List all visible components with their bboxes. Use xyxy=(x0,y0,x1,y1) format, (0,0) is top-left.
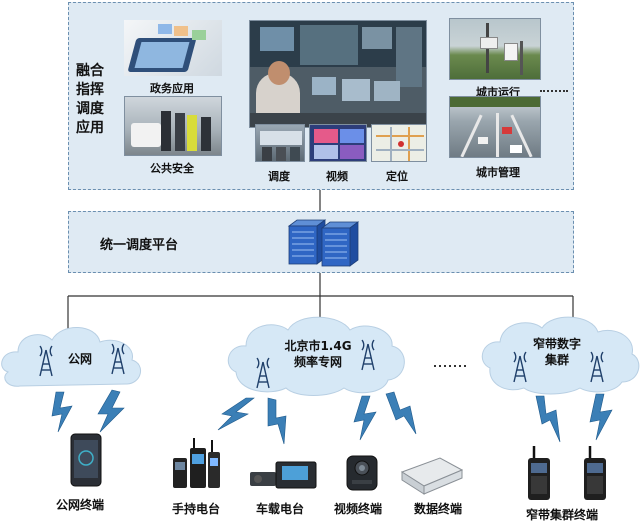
city-operation-label: 城市运行 xyxy=(476,86,520,99)
public-phone-terminal xyxy=(70,433,102,487)
video-terminal xyxy=(346,455,378,491)
beijing-network-cloud xyxy=(227,316,405,396)
public-safety-image xyxy=(124,96,222,156)
data-terminal xyxy=(400,457,464,495)
narrowband-cluster-terminal xyxy=(528,446,606,500)
public-terminal-label: 公网终端 xyxy=(56,498,105,512)
video-label: 视频 xyxy=(326,170,348,183)
narrowband-network-cloud xyxy=(481,316,640,395)
command-center-image xyxy=(249,20,427,128)
handheld-radio-terminal xyxy=(173,438,220,488)
application-panel-title: 融合 指挥 调度 应用 xyxy=(76,63,104,136)
server-icon xyxy=(287,219,360,267)
wireless-link-icon xyxy=(51,391,73,433)
vehicle-radio-terminal xyxy=(250,461,317,489)
beijing-network-label: 北京市1.4G 频率专网 xyxy=(284,339,352,369)
tower-icon xyxy=(39,345,53,377)
wireless-link-icon xyxy=(385,391,417,435)
tower-icon xyxy=(256,357,270,389)
wireless-link-icon xyxy=(267,397,287,445)
dispatch-image xyxy=(255,124,305,162)
wireless-link-icon xyxy=(353,395,377,441)
dispatch-label: 调度 xyxy=(268,170,290,183)
wireless-link-icon xyxy=(97,389,125,433)
vehicle-radio-label: 车载电台 xyxy=(256,502,305,516)
handheld-radio-label: 手持电台 xyxy=(172,502,221,516)
dispatch-platform-title: 统一调度平台 xyxy=(100,238,179,253)
gov-app-image xyxy=(124,20,222,76)
public-network-cloud xyxy=(1,327,141,387)
gov-app-label: 政务应用 xyxy=(150,82,194,95)
tower-icon xyxy=(361,339,375,371)
location-image xyxy=(371,124,427,162)
tower-icon xyxy=(111,343,125,375)
city-operation-image xyxy=(449,18,541,80)
narrowband-network-label: 窄带数字 集群 xyxy=(532,337,581,367)
wireless-link-icon xyxy=(217,397,255,431)
narrowband-terminal-label: 窄带集群终端 xyxy=(526,508,599,522)
wireless-link-icon xyxy=(535,395,561,443)
tower-icon xyxy=(590,351,604,383)
wireless-link-icon xyxy=(589,393,613,441)
more-apps-ellipsis xyxy=(540,90,568,92)
public-network-label: 公网 xyxy=(68,352,93,366)
city-management-label: 城市管理 xyxy=(476,166,520,179)
location-label: 定位 xyxy=(386,170,408,183)
video-terminal-label: 视频终端 xyxy=(334,502,383,516)
public-safety-label: 公共安全 xyxy=(150,162,194,175)
video-image xyxy=(309,124,367,162)
data-terminal-label: 数据终端 xyxy=(414,502,463,516)
city-management-image xyxy=(449,96,541,158)
tower-icon xyxy=(513,351,527,383)
